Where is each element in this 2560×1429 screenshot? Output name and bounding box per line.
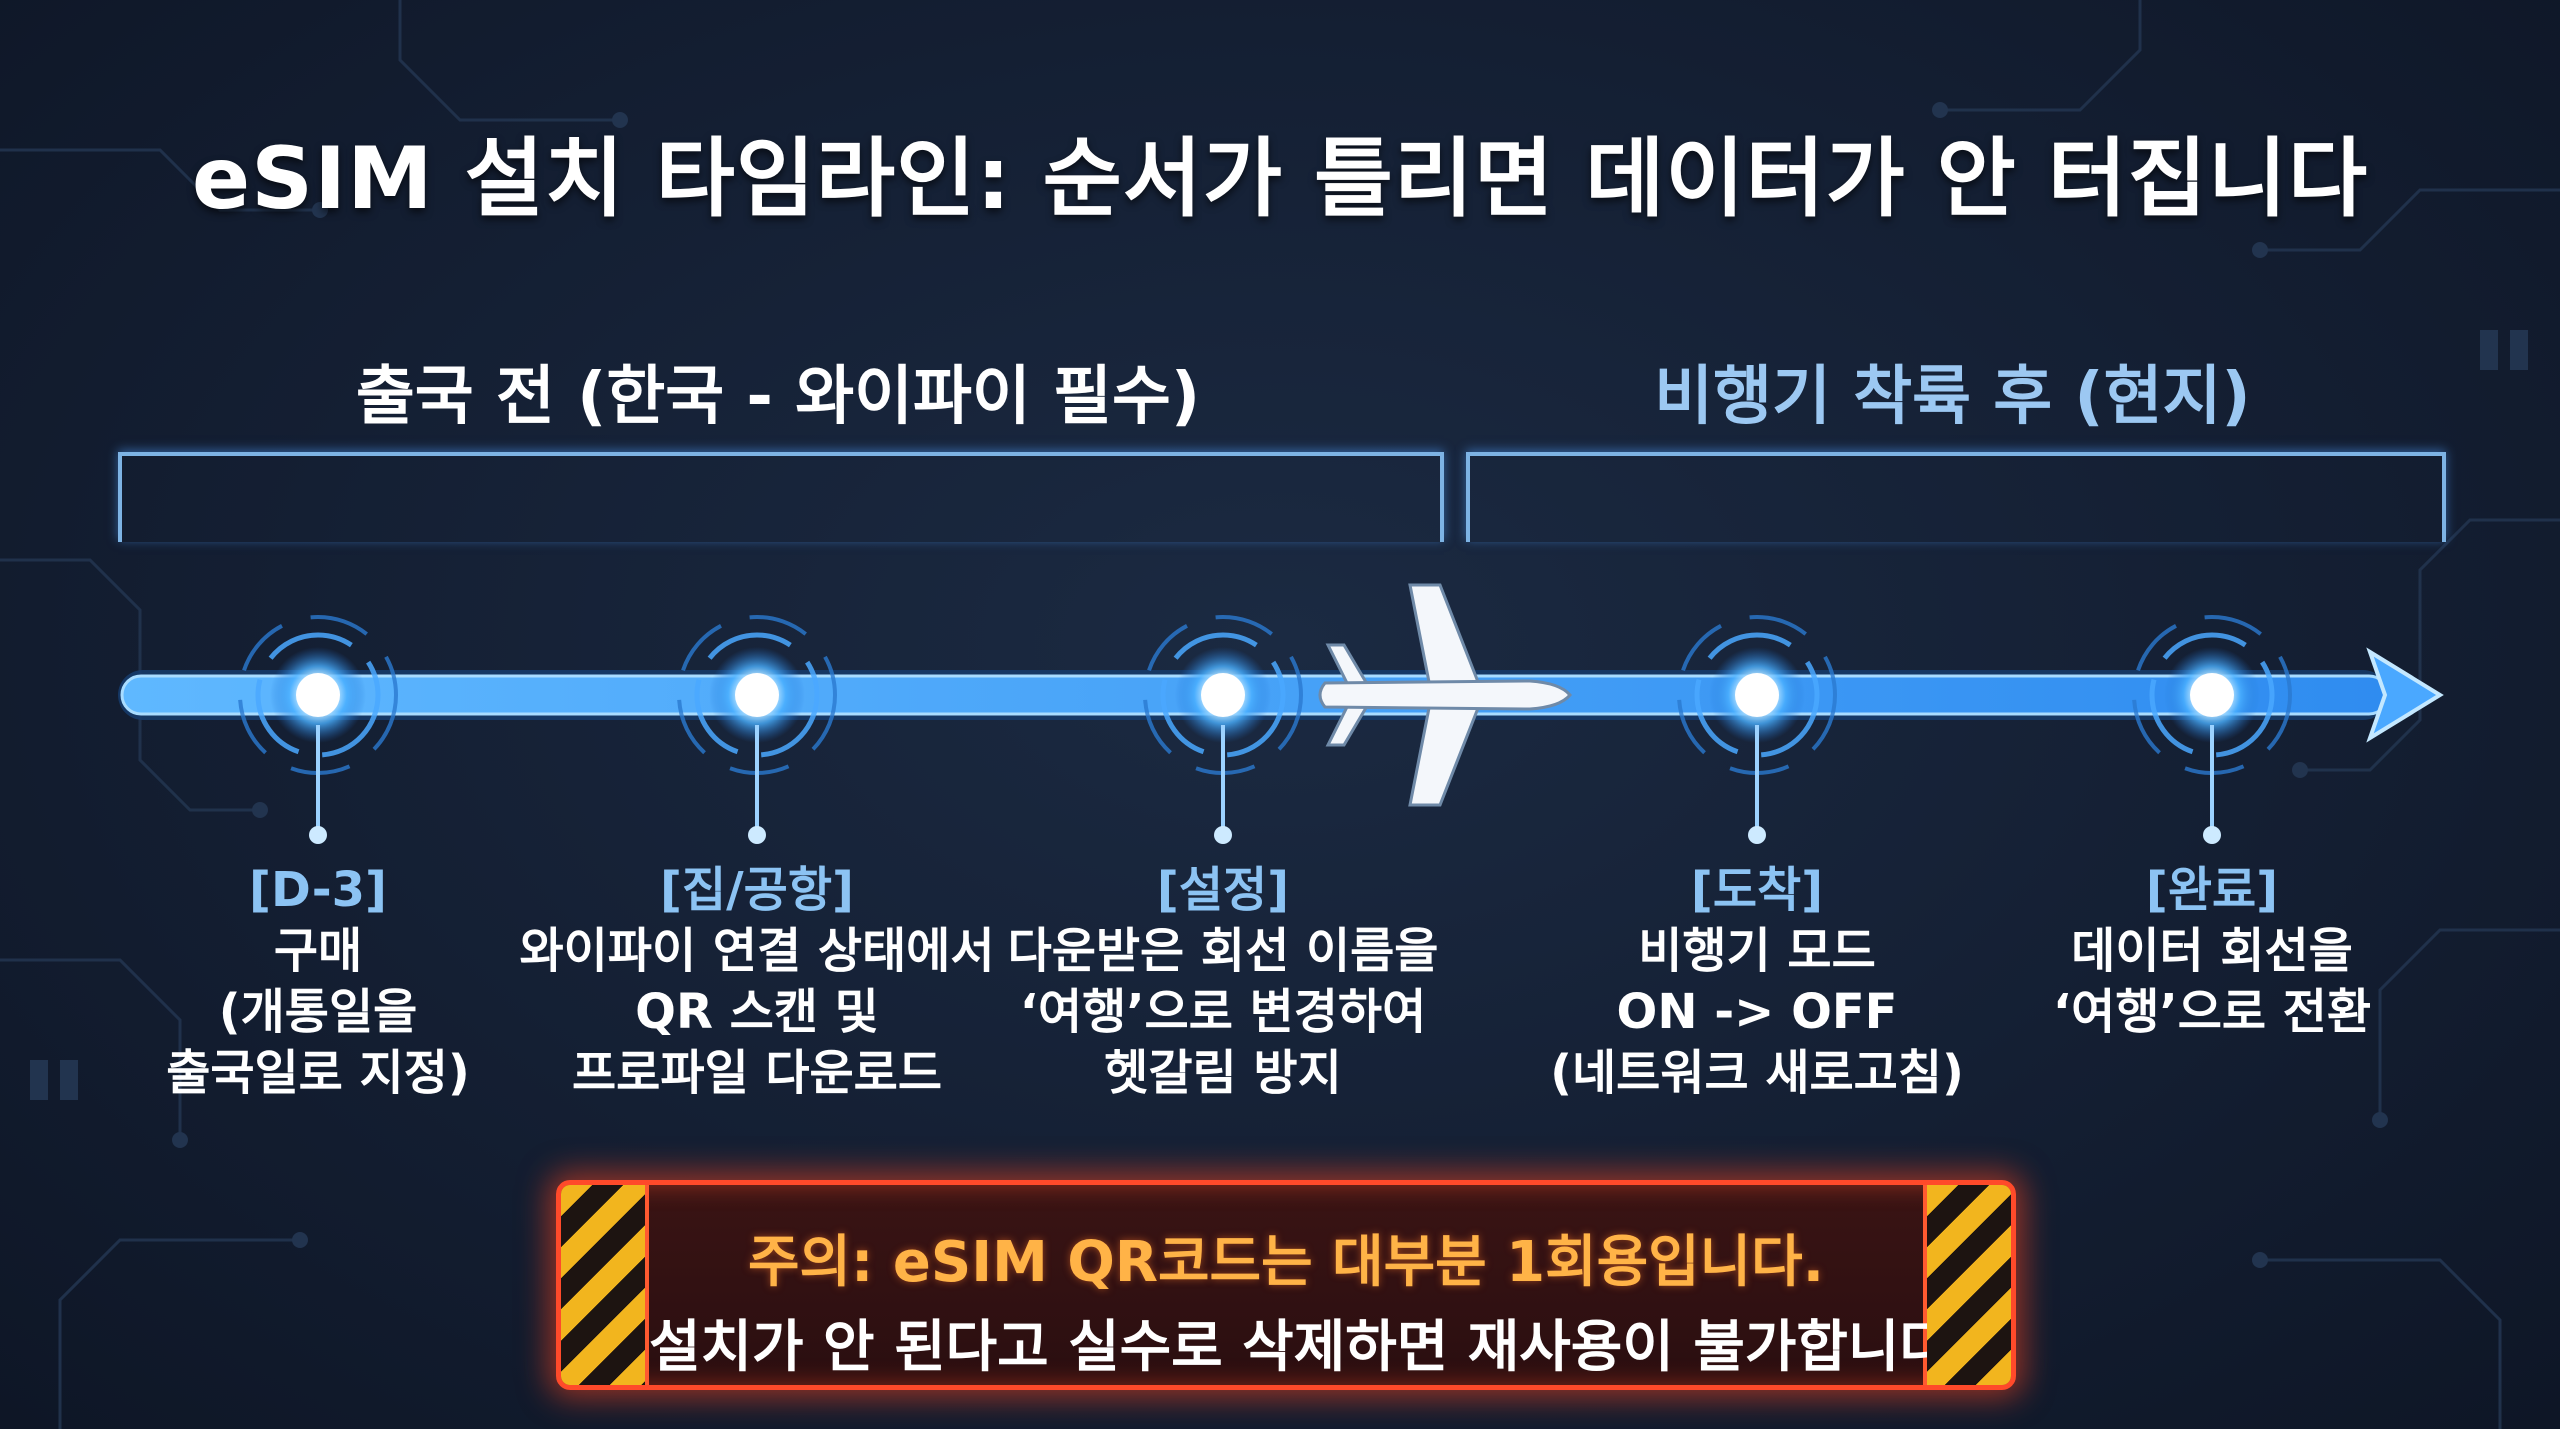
- timeline-step: [완료] 데이터 회선을 ‘여행’으로 전환: [1972, 860, 2452, 1043]
- step-description-line: 와이파이 연결 상태에서: [519, 923, 995, 979]
- milestone-node-icon: [1143, 615, 1303, 844]
- step-description-line: 프로파일 다운로드: [572, 1045, 942, 1101]
- step-description-line: ON -> OFF: [1616, 984, 1898, 1040]
- phase-bracket-after-landing: [1466, 452, 2446, 542]
- step-description-line: ‘여행’으로 전환: [2052, 984, 2372, 1040]
- step-description-line: 헷갈림 방지: [1104, 1045, 1342, 1101]
- step-description-line: 데이터 회선을: [2071, 923, 2353, 979]
- page-title: eSIM 설치 타임라인: 순서가 틀리면 데이터가 안 터집니다: [191, 129, 2369, 229]
- timeline-step: [D-3] 구매 (개통일을 출국일로 지정): [78, 860, 558, 1104]
- phase-bracket-before-departure: [118, 452, 1444, 542]
- warning-line-secondary: 설치가 안 된다고 실수로 삭제하면 재사용이 불가합니다.: [649, 1315, 1973, 1380]
- step-description-line: ‘여행’으로 변경하여: [1019, 984, 1427, 1040]
- timeline: [118, 583, 2444, 844]
- warning-text-box: 주의: eSIM QR코드는 대부분 1회용입니다. 설치가 안 된다고 실수로…: [645, 1185, 1973, 1385]
- step-tag: [D-3]: [249, 862, 387, 918]
- step-description-line: 구매: [273, 923, 363, 979]
- phase-label-after-landing: 비행기 착륙 후 (현지): [1654, 360, 2251, 434]
- timeline-step: [설정] 다운받은 회선 이름을 ‘여행’으로 변경하여 헷갈림 방지: [983, 860, 1463, 1104]
- step-tag: [설정]: [1156, 862, 1290, 918]
- step-description-line: 출국일로 지정): [166, 1045, 470, 1101]
- step-tag: [집/공항]: [660, 862, 854, 918]
- hazard-stripes-icon: [1927, 1185, 2011, 1385]
- arrow-head-icon: [2366, 647, 2444, 743]
- hazard-stripes-icon: [561, 1185, 645, 1385]
- warning-banner: 주의: eSIM QR코드는 대부분 1회용입니다. 설치가 안 된다고 실수로…: [556, 1180, 2016, 1390]
- step-description-line: (네트워크 새로고침): [1550, 1045, 1964, 1101]
- step-description-line: 다운받은 회선 이름을: [1007, 923, 1439, 979]
- timeline-step: [집/공항] 와이파이 연결 상태에서 QR 스캔 및 프로파일 다운로드: [517, 860, 997, 1104]
- phase-label-before-departure: 출국 전 (한국 - 와이파이 필수): [355, 360, 1201, 434]
- warning-line-primary: 주의: eSIM QR코드는 대부분 1회용입니다.: [748, 1230, 1824, 1295]
- milestone-node-icon: [677, 615, 837, 844]
- step-description-line: 비행기 모드: [1638, 923, 1876, 979]
- timeline-step: [도착] 비행기 모드 ON -> OFF (네트워크 새로고침): [1517, 860, 1997, 1104]
- milestone-node-icon: [1677, 615, 1837, 844]
- step-description-line: QR 스캔 및: [635, 984, 879, 1040]
- step-description-line: (개통일을: [218, 984, 418, 1040]
- airplane-icon: [1318, 583, 1572, 807]
- step-tag: [도착]: [1690, 862, 1824, 918]
- milestone-node-icon: [2132, 615, 2292, 844]
- milestone-node-icon: [238, 615, 398, 844]
- step-tag: [완료]: [2145, 862, 2279, 918]
